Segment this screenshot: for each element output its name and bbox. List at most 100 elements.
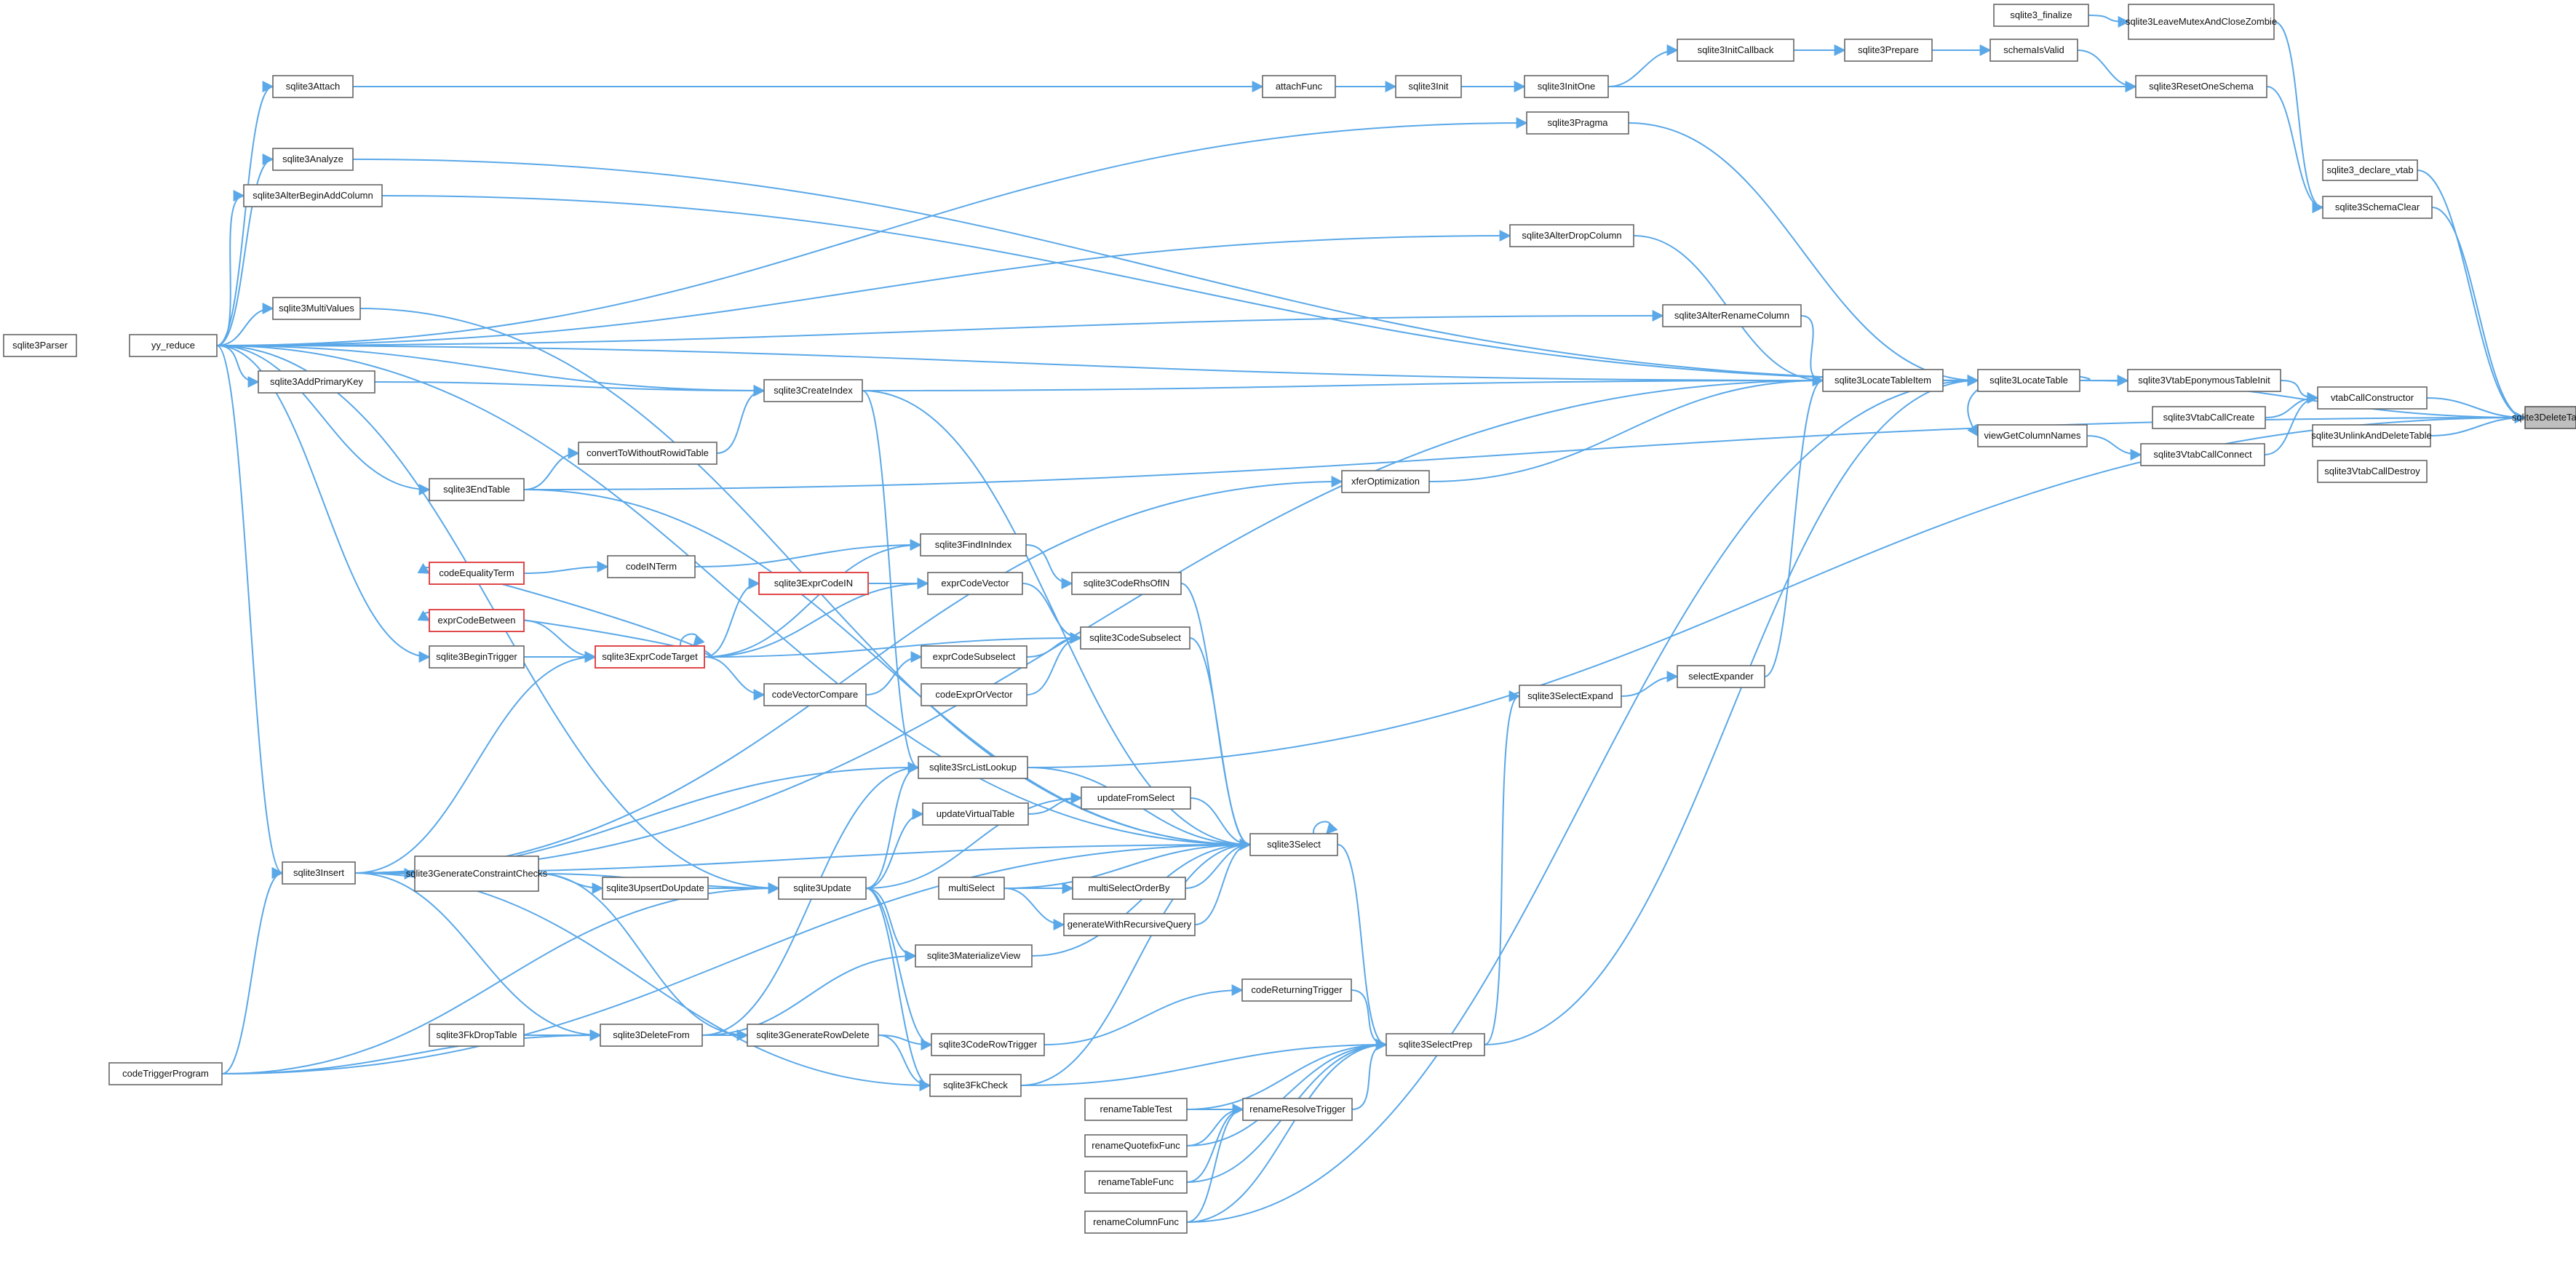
node-rename-quotefix-func[interactable]: renameQuotefixFunc (1084, 1134, 1188, 1157)
node-rename-resolve-trigger[interactable]: renameResolveTrigger (1242, 1098, 1353, 1121)
node-rename-table-test[interactable]: renameTableTest (1084, 1098, 1188, 1121)
node-sqlite3-prepare[interactable]: sqlite3Prepare (1844, 39, 1933, 62)
node-sqlite3-expr-code-in[interactable]: sqlite3ExprCodeIN (758, 572, 869, 595)
node-code-interm[interactable]: codeINTerm (607, 555, 696, 578)
node-code-equality-term[interactable]: codeEqualityTerm (429, 562, 525, 585)
node-sqlite3-vtab-call-connect[interactable]: sqlite3VtabCallConnect (2140, 443, 2265, 466)
node-sqlite3-vtab-call-create[interactable]: sqlite3VtabCallCreate (2152, 406, 2266, 429)
node-sqlite3-unlink-and-delete-table[interactable]: sqlite3UnlinkAndDeleteTable (2311, 424, 2432, 447)
node-sqlite3-code-row-trigger[interactable]: sqlite3CodeRowTrigger (931, 1033, 1045, 1056)
node-sqlite3-select[interactable]: sqlite3Select (1249, 833, 1338, 856)
node-sqlite3-src-list-lookup[interactable]: sqlite3SrcListLookup (918, 756, 1028, 779)
node-expr-code-subselect[interactable]: exprCodeSubselect (921, 645, 1027, 669)
node-sqlite3-analyze[interactable]: sqlite3Analyze (272, 148, 354, 171)
edge-sqlite3-select-multi-select (1003, 839, 1252, 889)
node-sqlite3-locate-table[interactable]: sqlite3LocateTable (1977, 369, 2080, 392)
edge-vtab-call-constructor-sqlite3-vtab-eponymous-table-init (2280, 380, 2319, 404)
node-sqlite3-add-primary-key[interactable]: sqlite3AddPrimaryKey (258, 370, 375, 394)
node-sqlite3-vtab-call-destroy[interactable]: sqlite3VtabCallDestroy (2317, 460, 2428, 483)
node-sqlite3-code-rhs-of-in[interactable]: sqlite3CodeRhsOfIN (1071, 572, 1182, 595)
node-vtab-call-constructor[interactable]: vtabCallConstructor (2317, 386, 2428, 410)
node-box (3, 334, 77, 357)
node-code-expr-or-vector[interactable]: codeExprOrVector (921, 683, 1027, 706)
node-sqlite3-select-expand[interactable]: sqlite3SelectExpand (1519, 685, 1622, 708)
node-sqlite3-find-in-index[interactable]: sqlite3FindInIndex (920, 533, 1027, 557)
node-convert-to-without-rowid-table[interactable]: convertToWithoutRowidTable (578, 442, 717, 465)
edge-sqlite3-locate-table-sqlite3-analyze (352, 159, 1979, 386)
node-sqlite3-init-one[interactable]: sqlite3InitOne (1524, 75, 1609, 98)
node-sqlite3-parser[interactable]: sqlite3Parser (3, 334, 77, 357)
node-sqlite3-alter-rename-column[interactable]: sqlite3AlterRenameColumn (1662, 304, 1802, 327)
node-sqlite3-upsert-do-update[interactable]: sqlite3UpsertDoUpdate (602, 877, 709, 900)
node-multi-select[interactable]: multiSelect (938, 877, 1005, 900)
edge-code-returning-trigger-sqlite3-code-row-trigger (1043, 984, 1244, 1045)
node-sqlite3-code-subselect[interactable]: sqlite3CodeSubselect (1080, 626, 1190, 650)
node-yy-reduce[interactable]: yy_reduce (129, 334, 218, 357)
edge-rename-resolve-trigger-rename-column-func (1186, 1104, 1244, 1223)
node-sqlite3-select-prep[interactable]: sqlite3SelectPrep (1386, 1033, 1485, 1056)
node-sqlite3-generate-constraint-checks[interactable]: sqlite3GenerateConstraintChecks (406, 856, 548, 892)
edge-convert-to-without-rowid-table-sqlite3-end-table (523, 447, 580, 490)
node-sqlite3-leave-mutex-and-close-zombie[interactable]: sqlite3LeaveMutexAndCloseZombie (2126, 4, 2277, 40)
node-expr-code-vector[interactable]: exprCodeVector (927, 572, 1023, 595)
node-box (758, 572, 869, 595)
edge-sqlite3-delete-table-sqlite3-schema-clear (2431, 207, 2527, 423)
node-sqlite3-fk-check[interactable]: sqlite3FkCheck (929, 1074, 1022, 1097)
node-xfer-optimization[interactable]: xferOptimization (1341, 470, 1430, 493)
node-layer: sqlite3_finalize sqlite3LeaveMutexAndClos… (3, 4, 2576, 1234)
node-label: exprCodeBetween (438, 615, 516, 626)
node-view-get-column-names[interactable]: viewGetColumnNames (1977, 424, 2088, 447)
node-sqlite3-materialize-view[interactable]: sqlite3MaterializeView (915, 944, 1033, 968)
node-label: sqlite3_finalize (2010, 9, 2072, 20)
node-sqlite3-locate-table-item[interactable]: sqlite3LocateTableItem (1822, 369, 1944, 392)
edge-sqlite3-delete-from-code-trigger-program (221, 1029, 602, 1074)
node-sqlite3-vtab-eponymous-table-init[interactable]: sqlite3VtabEponymousTableInit (2127, 369, 2281, 392)
node-label: sqlite3LocateTable (1989, 375, 2068, 386)
node-label: sqlite3DeleteFrom (613, 1029, 690, 1040)
node-box (1822, 369, 1944, 392)
node-update-virtual-table[interactable]: updateVirtualTable (922, 802, 1029, 826)
node-box (243, 184, 383, 207)
node-sqlite3-fk-drop-table[interactable]: sqlite3FkDropTable (429, 1024, 525, 1047)
node-sqlite3-pragma[interactable]: sqlite3Pragma (1526, 111, 1629, 135)
node-sqlite3-init[interactable]: sqlite3Init (1395, 75, 1462, 98)
node-sqlite3-insert[interactable]: sqlite3Insert (282, 861, 356, 885)
node-label: sqlite3ExprCodeIN (774, 578, 853, 589)
node-sqlite3-reset-one-schema[interactable]: sqlite3ResetOneSchema (2135, 75, 2267, 98)
node-schema-is-valid[interactable]: schemaIsValid (1989, 39, 2078, 62)
node-sqlite3-declare-vtab[interactable]: sqlite3_declare_vtab (2322, 159, 2418, 181)
node-generate-with-recursive-query[interactable]: generateWithRecursiveQuery (1063, 913, 1196, 936)
node-rename-column-func[interactable]: renameColumnFunc (1084, 1211, 1188, 1234)
node-sqlite3-finalize[interactable]: sqlite3_finalize (1993, 4, 2089, 27)
node-box (258, 370, 375, 394)
node-code-returning-trigger[interactable]: codeReturningTrigger (1241, 978, 1352, 1002)
node-sqlite3-end-table[interactable]: sqlite3EndTable (429, 478, 525, 501)
node-code-trigger-program[interactable]: codeTriggerProgram (108, 1062, 223, 1085)
node-sqlite3-begin-trigger[interactable]: sqlite3BeginTrigger (429, 645, 525, 669)
node-attach-func[interactable]: attachFunc (1262, 75, 1336, 98)
edge-sqlite3-pragma-yy-reduce (216, 117, 1528, 346)
node-sqlite3-create-index[interactable]: sqlite3CreateIndex (763, 379, 863, 402)
node-label: renameTableFunc (1098, 1176, 1174, 1187)
node-update-from-select[interactable]: updateFromSelect (1081, 786, 1191, 810)
node-sqlite3-multi-values[interactable]: sqlite3MultiValues (272, 297, 361, 320)
node-sqlite3-delete-from[interactable]: sqlite3DeleteFrom (600, 1024, 703, 1047)
node-sqlite3-alter-drop-column[interactable]: sqlite3AlterDropColumn (1509, 224, 1634, 247)
node-sqlite3-init-callback[interactable]: sqlite3InitCallback (1677, 39, 1794, 62)
node-multi-select-order-by[interactable]: multiSelectOrderBy (1072, 877, 1186, 900)
node-code-vector-compare[interactable]: codeVectorCompare (763, 683, 867, 706)
node-label: sqlite3Update (793, 882, 851, 893)
node-label: renameQuotefixFunc (1092, 1140, 1180, 1151)
node-rename-table-func[interactable]: renameTableFunc (1084, 1171, 1188, 1194)
node-sqlite3-expr-code-target[interactable]: sqlite3ExprCodeTarget (595, 645, 705, 669)
node-sqlite3-attach[interactable]: sqlite3Attach (272, 75, 354, 98)
node-select-expander[interactable]: selectExpander (1677, 665, 1765, 688)
node-sqlite3-delete-table[interactable]: sqlite3DeleteTable (2512, 406, 2576, 429)
node-sqlite3-update[interactable]: sqlite3Update (778, 877, 867, 900)
node-box (1249, 833, 1338, 856)
node-sqlite3-schema-clear[interactable]: sqlite3SchemaClear (2322, 196, 2433, 219)
node-sqlite3-generate-row-delete[interactable]: sqlite3GenerateRowDelete (747, 1024, 879, 1047)
node-expr-code-between[interactable]: exprCodeBetween (429, 609, 525, 632)
node-sqlite3-alter-begin-add-column[interactable]: sqlite3AlterBeginAddColumn (243, 184, 383, 207)
node-box (1524, 75, 1609, 98)
